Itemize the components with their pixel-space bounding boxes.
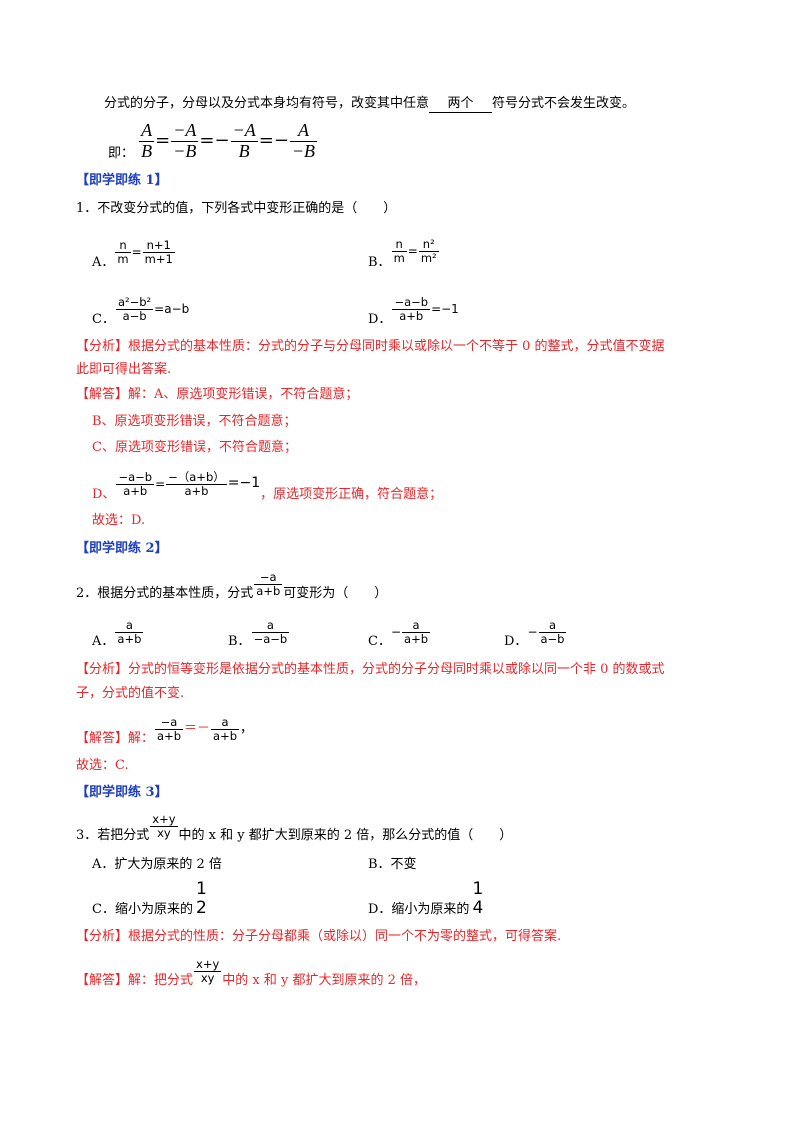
answer-2-final: 故选：C. <box>76 758 129 773</box>
analysis-2: 【分析】分式的恒等变形是依据分式的基本性质，分式的分子分母同时乘以或除以同一个非… <box>76 662 665 677</box>
answer-1-b: B、原选项变形错误，不符合题意； <box>92 414 297 429</box>
answer-1: 【解答】解：A、原选项变形错误，不符合题意； <box>76 387 359 402</box>
answer-1-final: 故选：D. <box>92 513 146 528</box>
question-1: 1．不改变分式的值，下列各式中变形正确的是（ ） <box>76 201 397 216</box>
analysis-1-cont: 此即可得出答案. <box>76 362 172 377</box>
answer-1-c: C、原选项变形错误，不符合题意； <box>92 440 297 455</box>
analysis-3: 【分析】根据分式的性质：分子分母都乘（或除以）同一个不为零的整式，可得答案. <box>76 929 562 944</box>
analysis-2-cont: 子，分式的值不变. <box>76 686 185 701</box>
option-2b: B．a−a−b <box>228 617 290 649</box>
section-header-1: 【即学即练 1】 <box>76 173 168 188</box>
fraction: A−B <box>289 119 318 161</box>
option-3a: A．扩大为原来的 2 倍 <box>92 857 222 872</box>
fraction: −（a+b）a+b <box>166 469 227 498</box>
intro-line: 分式的分子，分母以及分式本身均有符号，改变其中任意两个符号分式不会发生改变。 <box>104 96 635 114</box>
fraction: a−a−b <box>251 617 290 646</box>
section-header-2: 【即学即练 2】 <box>76 541 168 556</box>
section-header-3: 【即学即练 3】 <box>76 785 168 800</box>
analysis-1: 【分析】根据分式的基本性质：分式的分子与分母同时乘以或除以一个不等于 0 的整式… <box>76 339 665 354</box>
answer-blank: 两个 <box>429 96 493 114</box>
option-3b: B．不变 <box>368 857 417 872</box>
fraction: −A−B <box>171 119 199 161</box>
